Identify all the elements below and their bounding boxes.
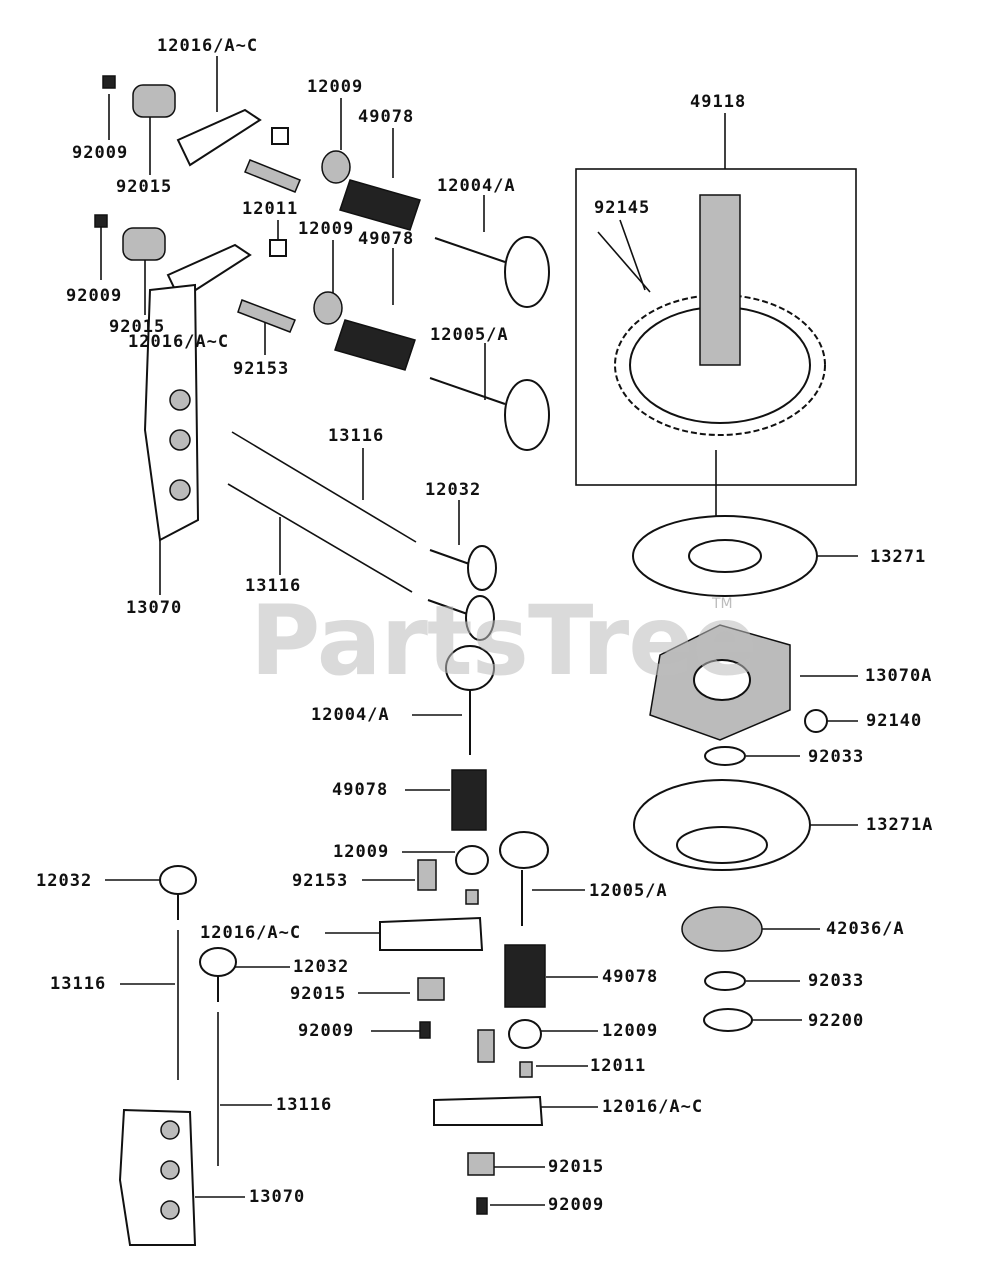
label-12009-top: 12009	[307, 77, 364, 97]
label-49078-mid2: 49078	[332, 780, 389, 800]
label-92033-top: 92033	[808, 747, 865, 767]
label-92153-mid: 92153	[292, 871, 349, 891]
label-12004-mid: 12004/A	[311, 705, 390, 725]
label-49078-top: 49078	[358, 107, 415, 127]
label-92009-bottom: 92009	[548, 1195, 605, 1215]
label-13070-top: 13070	[126, 598, 183, 618]
label-12016-top: 12016/A~C	[157, 36, 259, 56]
label-12005-mid: 12005/A	[589, 881, 668, 901]
label-13070a: 13070A	[865, 666, 933, 686]
breather-plate-upper	[143, 283, 200, 542]
label-42036: 42036/A	[826, 919, 905, 939]
label-12016-mid: 12016/A~C	[128, 332, 230, 352]
label-12011-lower: 12011	[590, 1056, 647, 1076]
upper-springs	[313, 150, 421, 371]
label-12005-top: 12005/A	[430, 325, 509, 345]
label-12009-mid: 12009	[298, 219, 355, 239]
label-12011-top: 12011	[242, 199, 299, 219]
label-12009-mid2: 12009	[333, 842, 390, 862]
label-13116-bottom: 13116	[276, 1095, 333, 1115]
label-12004-top: 12004/A	[437, 176, 516, 196]
label-12032-top: 12032	[425, 480, 482, 500]
label-49118: 49118	[690, 92, 747, 112]
label-92015-top: 92015	[116, 177, 173, 197]
label-92009-top: 92009	[72, 143, 129, 163]
lower-left-parts	[118, 865, 237, 1246]
label-92200: 92200	[808, 1011, 865, 1031]
label-12009-lower: 12009	[602, 1021, 659, 1041]
upper-valves	[429, 236, 550, 451]
label-13070-bottom: 13070	[249, 1187, 306, 1207]
label-92009-lower: 92009	[298, 1021, 355, 1041]
label-49078-lower: 49078	[602, 967, 659, 987]
label-92015-lower: 92015	[290, 984, 347, 1004]
label-13116-lower: 13116	[50, 974, 107, 994]
label-92153-top: 92153	[233, 359, 290, 379]
label-12032-lower: 12032	[293, 957, 350, 977]
label-13116-mid: 13116	[245, 576, 302, 596]
watermark: PartsTree	[250, 585, 757, 697]
label-13271a: 13271A	[866, 815, 934, 835]
label-13271: 13271	[870, 547, 927, 567]
lower-right-parts	[632, 515, 828, 1032]
label-92033-bottom: 92033	[808, 971, 865, 991]
label-12016-lower: 12016/A~C	[200, 923, 302, 943]
label-49078-mid: 49078	[358, 229, 415, 249]
label-92009-mid: 92009	[66, 286, 123, 306]
label-92015-bottom: 92015	[548, 1157, 605, 1177]
camshaft-gear	[597, 194, 826, 436]
label-92015-mid: 92015	[109, 317, 166, 337]
lower-center-parts	[379, 645, 549, 1215]
label-12016-bottom: 12016/A~C	[602, 1097, 704, 1117]
label-92145: 92145	[594, 198, 651, 218]
label-12032-left: 12032	[36, 871, 93, 891]
push-rods	[227, 431, 497, 641]
label-13116-top: 13116	[328, 426, 385, 446]
trademark-mark: TM	[712, 596, 733, 612]
label-92140: 92140	[866, 711, 923, 731]
